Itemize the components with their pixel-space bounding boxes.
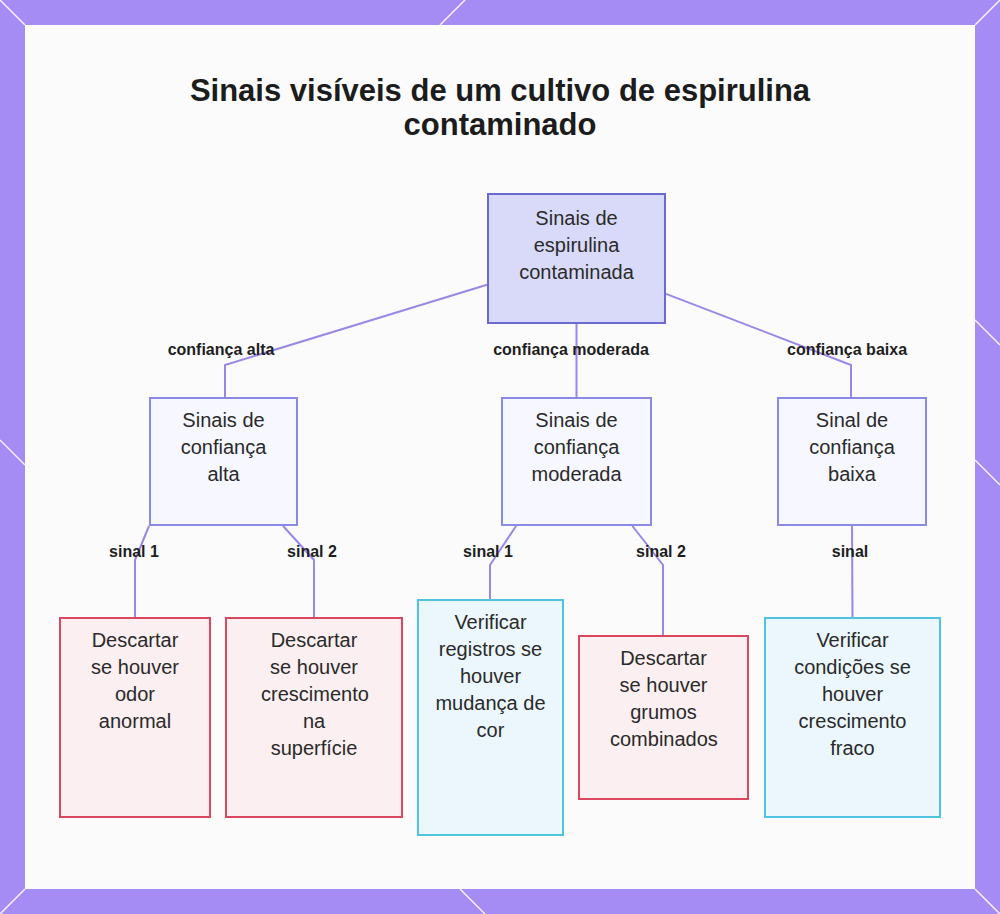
action-box: Verificar registros se houver mudança de… bbox=[417, 599, 564, 836]
action-box: Descartar se houver crescimento na super… bbox=[225, 617, 403, 818]
connector bbox=[490, 526, 516, 599]
node-text: Descartar se houver grumos combinados bbox=[610, 645, 717, 753]
connector bbox=[851, 526, 854, 617]
connector bbox=[632, 526, 663, 635]
edge-label: sinal 2 bbox=[636, 543, 686, 561]
node-text: Sinais de confiança moderada bbox=[513, 407, 640, 488]
connector bbox=[576, 324, 578, 397]
edge-label: confiança alta bbox=[168, 341, 275, 359]
edge-label: sinal 2 bbox=[287, 543, 337, 561]
category-box: Sinal de confiança baixa bbox=[777, 397, 927, 526]
node-text: Descartar se houver crescimento na super… bbox=[261, 627, 367, 762]
node-text: Sinais de confiança alta bbox=[163, 407, 284, 488]
edge-label: sinal 1 bbox=[109, 543, 159, 561]
node-text: Descartar se houver odor anormal bbox=[87, 627, 183, 735]
node-text: Sinal de confiança baixa bbox=[791, 407, 913, 488]
node-text: Verificar condições se houver cresciment… bbox=[780, 627, 925, 762]
category-box: Sinais de confiança alta bbox=[149, 397, 298, 526]
node-text: Sinais de espirulina contaminada bbox=[509, 205, 644, 286]
diagram-title: Sinais visíveis de um cultivo de espirul… bbox=[150, 74, 850, 142]
edge-label: confiança baixa bbox=[787, 341, 907, 359]
action-box: Verificar condições se houver cresciment… bbox=[764, 617, 941, 818]
connector bbox=[283, 526, 314, 617]
node-text: Verificar registros se houver mudança de… bbox=[433, 609, 548, 744]
action-box: Descartar se houver odor anormal bbox=[59, 617, 211, 818]
action-box: Descartar se houver grumos combinados bbox=[578, 635, 749, 800]
edge-label: sinal bbox=[832, 543, 868, 561]
connector bbox=[225, 285, 487, 397]
edge-label: confiança moderada bbox=[493, 341, 649, 359]
category-box: Sinais de confiança moderada bbox=[501, 397, 652, 526]
connector bbox=[135, 526, 149, 617]
root-box: Sinais de espirulina contaminada bbox=[487, 193, 666, 324]
edge-label: sinal 1 bbox=[463, 543, 513, 561]
